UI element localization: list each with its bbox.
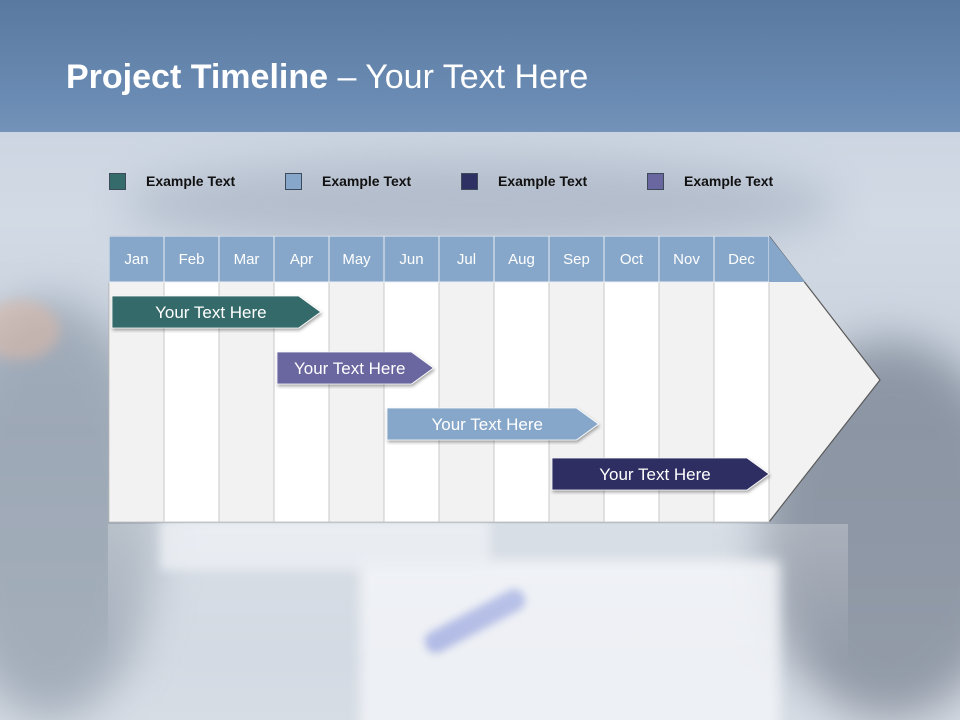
month-header-mar [218,235,275,283]
month-header-apr [273,235,330,283]
month-label-jan: Jan [124,251,148,268]
month-header-oct [603,235,660,283]
task-bar-3[interactable]: Your Text Here [386,407,600,441]
month-header-sep [548,235,605,283]
month-label-feb: Feb [179,251,205,268]
month-header-may [328,235,385,283]
month-label-nov: Nov [673,251,700,268]
task-bar-shape-2 [276,351,435,385]
title-bar: Project Timeline – Your Text Here [0,0,960,132]
timeline-reflection [108,524,848,664]
legend-swatch-2 [285,172,302,190]
legend-label-1: Example Text [146,173,236,189]
legend-item-1: Example Text [109,170,235,192]
month-column-aug [493,281,550,523]
month-label-mar: Mar [234,251,260,268]
month-label-jul: Jul [457,251,476,268]
month-header-nov [658,235,715,283]
month-column-jul [438,281,495,523]
month-header-dec [713,235,770,283]
task-bar-label-2: Your Text Here [294,359,406,378]
month-label-oct: Oct [620,251,644,268]
legend-swatch-1 [109,172,126,190]
legend-label-3: Example Text [498,173,588,189]
month-header-jan [108,235,165,283]
legend-swatch-3 [461,172,478,190]
month-label-may: May [342,251,371,268]
month-label-jun: Jun [399,251,423,268]
legend-label-2: Example Text [322,173,412,189]
task-bar-shape-4 [551,457,770,491]
task-bar-2[interactable]: Your Text Here [276,351,435,385]
month-headers: Jan Feb Mar Apr May Jun Jul Aug Sep Oct Nov Dec [108,235,770,283]
task-bar-label-3: Your Text Here [431,415,543,434]
month-header-aug [493,235,550,283]
legend-item-4: Example Text [647,170,773,192]
task-bar-shape-1 [111,295,322,329]
month-label-apr: Apr [290,251,313,268]
slide-title-rest: – Your Text Here [328,58,589,96]
legend-swatch-4 [647,172,664,190]
task-bar-label-4: Your Text Here [599,465,711,484]
slide-title-bold: Project Timeline [66,58,329,96]
slide-title: Project Timeline – Your Text Here [66,58,588,97]
month-header-feb [163,235,220,283]
task-bar-label-1: Your Text Here [155,303,267,322]
month-label-dec: Dec [728,251,755,268]
task-bar-shape-3 [386,407,600,441]
legend-item-2: Example Text [285,170,411,192]
month-label-sep: Sep [563,251,590,268]
month-column-jun [383,281,440,523]
month-label-aug: Aug [508,251,535,268]
month-header-jul [438,235,495,283]
task-bar-1[interactable]: Your Text Here [111,295,322,329]
arrow-header-tip [769,236,805,282]
legend-item-3: Example Text [461,170,587,192]
task-bar-4[interactable]: Your Text Here [551,457,770,491]
month-column-may [328,281,385,523]
legend-label-4: Example Text [684,173,774,189]
